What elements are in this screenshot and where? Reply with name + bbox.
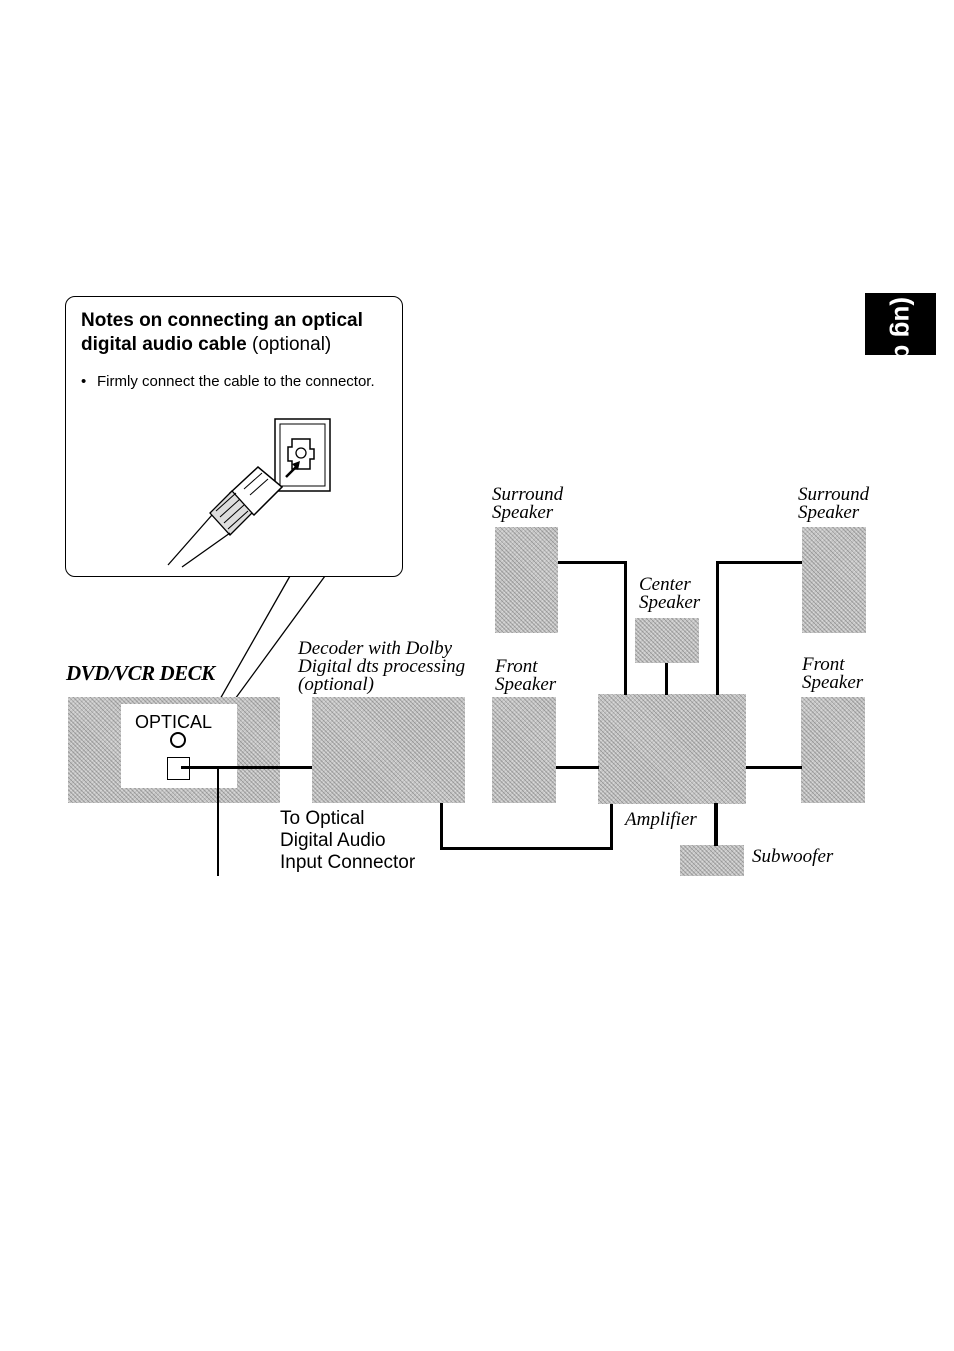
front-left-line2: Speaker: [495, 674, 557, 695]
center-line1: Center: [639, 574, 691, 595]
notes-bullet: • Firmly connect the cable to the connec…: [81, 372, 397, 392]
decoder-amp-cable-down: [440, 803, 443, 850]
surround-right-label: Surround Speaker: [798, 484, 870, 523]
wire-surround-left-v: [624, 561, 627, 695]
optical-circle-icon: [170, 732, 186, 748]
subwoofer-box: [680, 845, 744, 876]
wire-surround-right-h: [716, 561, 802, 564]
notes-title-bold: Notes on connecting an optical digital a…: [81, 310, 363, 355]
center-label: Center Speaker: [639, 574, 701, 613]
surround-left-speaker: [495, 527, 558, 633]
subwoofer-label: Subwoofer: [752, 846, 834, 867]
center-speaker: [635, 618, 699, 663]
optical-port-label: OPTICAL: [135, 712, 213, 732]
surround-right-line1: Surround: [798, 484, 870, 505]
callout-line2: Digital Audio: [280, 830, 386, 851]
callout-text: To Optical Digital Audio Input Connector: [280, 808, 415, 874]
amplifier-label: Amplifier: [625, 809, 697, 830]
callout-line1: To Optical: [280, 808, 365, 829]
callout-line3: Input Connector: [280, 852, 416, 873]
front-left-speaker: [492, 697, 556, 803]
center-line2: Speaker: [639, 592, 701, 613]
wire-surround-right-v: [716, 561, 719, 695]
front-right-line2: Speaker: [802, 672, 864, 693]
front-left-label: Front Speaker: [495, 656, 557, 695]
optical-plug-illustration: [167, 418, 331, 568]
wire-center: [665, 663, 668, 695]
decoder-label-line1: Decoder with Dolby: [298, 638, 453, 659]
callout-leader: [217, 768, 219, 876]
decoder-label: Decoder with Dolby Digital dts processin…: [298, 638, 466, 695]
wire-front-right: [746, 766, 802, 769]
notes-title: Notes on connecting an optical digital a…: [81, 309, 401, 357]
surround-left-line2: Speaker: [492, 502, 554, 523]
notes-title-suffix: (optional): [246, 334, 332, 355]
front-right-label: Front Speaker: [802, 654, 864, 693]
wire-surround-left-h: [558, 561, 627, 564]
optical-cable: [181, 766, 312, 769]
decoder-label-line3: (optional): [298, 674, 374, 695]
surround-right-line2: Speaker: [798, 502, 860, 523]
decoder-label-line2: Digital dts processing: [298, 656, 466, 677]
surround-left-line1: Surround: [492, 484, 564, 505]
amplifier-box: [598, 694, 746, 804]
surround-left-label: Surround Speaker: [492, 484, 564, 523]
front-left-line1: Front: [495, 656, 538, 677]
decoder-box: [312, 697, 465, 803]
dvd-vcr-deck-label: DVD/VCR DECK: [66, 661, 215, 685]
bullet-marker: •: [81, 373, 87, 390]
wire-front-left: [556, 766, 599, 769]
side-tab: (ug d: [865, 293, 936, 361]
decoder-amp-cable-up: [610, 803, 613, 850]
decoder-amp-cable-across: [440, 847, 613, 850]
wire-subwoofer: [714, 803, 718, 846]
bullet-text: Firmly connect the cable to the connecto…: [97, 373, 375, 390]
surround-right-speaker: [802, 527, 866, 633]
front-right-line1: Front: [802, 654, 845, 675]
front-right-speaker: [801, 697, 865, 803]
